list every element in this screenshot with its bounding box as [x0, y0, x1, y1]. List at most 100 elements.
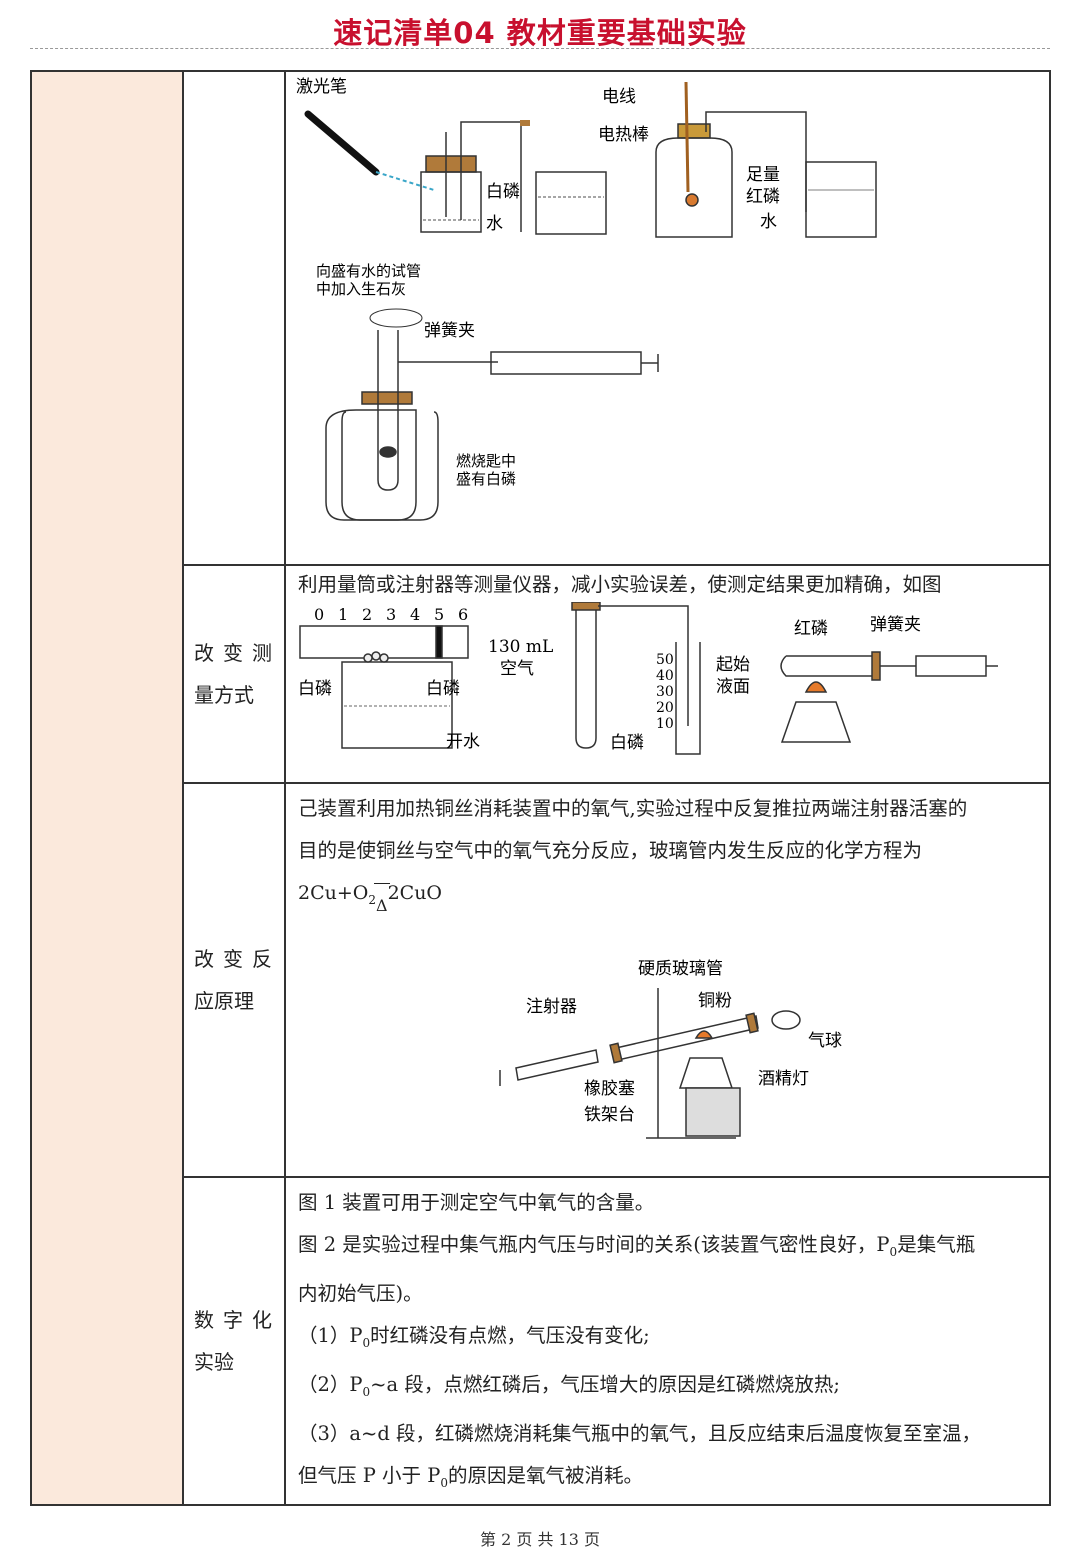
copper-label: 铜粉: [698, 991, 732, 1011]
table-row: 改变测量方式 利用量筒或注射器等测量仪器，减小实验误差，使测定结果更加精确，如图…: [31, 564, 1051, 784]
scale-numbers: 0 1 2 3 4 5 6: [314, 605, 468, 624]
principle-text-2: 目的是使铜丝与空气中的氧气充分反应，玻璃管内发生反应的化学方程为: [298, 839, 923, 862]
category-digital-line1: 数字化: [194, 1307, 281, 1332]
copper-apparatus: [499, 988, 801, 1139]
spoon-label-1: 燃烧匙中: [456, 452, 516, 470]
eq-right: 2CuO: [387, 882, 443, 904]
laser-label: 激光笔: [296, 77, 347, 97]
red-p-label: 红磷: [794, 619, 828, 639]
cyl-tick: 50: [656, 652, 674, 668]
wire-label: 电线: [602, 87, 636, 107]
principle-text-1: 己装置利用加热铜丝消耗装置中的氧气,实验过程中反复推拉两端注射器活塞的: [298, 797, 968, 820]
cyl-tick: 30: [656, 684, 674, 700]
category-cell: 数字化实验: [182, 1176, 286, 1506]
ignition-diagrams: 激光笔 白磷 水 电线 电热棒: [296, 77, 877, 521]
white-p-right-label: 白磷: [426, 679, 460, 699]
cylinder-ticks: 50 40 30 20 10: [656, 652, 674, 732]
scale-tick: 3: [386, 605, 396, 624]
quicklime-label-1: 向盛有水的试管: [316, 262, 421, 280]
water-label: 水: [486, 214, 503, 234]
scale-tick: 0: [314, 605, 324, 624]
category-principle-line2: 应原理: [194, 989, 254, 1013]
boiling-water-label: 开水: [446, 732, 480, 752]
digital-line-4: （1）P0时红磷没有点燃，气压没有变化;: [298, 1315, 1039, 1364]
laser-pen: [304, 110, 380, 176]
principle-cell: 己装置利用加热铜丝消耗装置中的氧气,实验过程中反复推拉两端注射器活塞的 目的是使…: [284, 782, 1051, 1178]
digital-sub: 0: [362, 1384, 371, 1399]
digital-cell: 图 1 装置可用于测定空气中氧气的含量。 图 2 是实验过程中集气瓶内气压与时间…: [284, 1176, 1051, 1506]
diagram-cell-ignition: 激光笔 白磷 水 电线 电热棒: [284, 70, 1051, 566]
eq-sub: 2: [368, 892, 376, 907]
beaker-apparatus: [299, 625, 469, 749]
digital-line-1: 图 1 装置可用于测定空气中氧气的含量。: [298, 1191, 655, 1214]
spoon-icon: [369, 308, 423, 328]
digital-line-5b: ~a 段，点燃红磷后，气压增大的原因是红磷燃烧放热;: [370, 1372, 840, 1396]
bottle-red-phosphorus: [655, 81, 877, 238]
digital-sub: 0: [440, 1475, 448, 1490]
tube-label: 硬质玻璃管: [638, 959, 723, 979]
bottle-white-phosphorus: [420, 120, 607, 235]
digital-line-7b: 的原因是氧气被消耗。: [447, 1463, 643, 1487]
syringe-label: 注射器: [526, 997, 577, 1017]
title-divider: [30, 48, 1050, 49]
table-row: 激光笔 白磷 水 电线 电热棒: [30, 70, 1051, 1506]
white-p-tube-label: 白磷: [610, 733, 644, 753]
water2-label: 水: [760, 212, 777, 232]
page-footer: 第 2 页 共 13 页: [480, 1530, 600, 1549]
air-volume-label: 130 mL: [488, 637, 553, 657]
balloon-label: 气球: [808, 1031, 842, 1051]
digital-sub: 0: [889, 1244, 898, 1259]
heated-tube-apparatus: [780, 651, 998, 743]
measure-cell: 利用量筒或注射器等测量仪器，减小实验误差，使测定结果更加精确，如图 0 1 2 …: [284, 564, 1051, 784]
quicklime-apparatus: [325, 330, 659, 521]
category-cell: 改变测量方式: [182, 564, 286, 784]
clip-label: 弹簧夹: [424, 321, 475, 341]
air-label: 空气: [500, 659, 534, 679]
clip-label: 弹簧夹: [870, 615, 921, 635]
page-title: 速记清单04 教材重要基础实验: [333, 16, 747, 50]
lamp-label: 酒精灯: [758, 1069, 809, 1089]
spoon-label-2: 盛有白磷: [456, 470, 516, 488]
start-level-label-2: 液面: [716, 677, 750, 697]
digital-sub: 0: [362, 1335, 371, 1350]
laser-beam: [375, 171, 435, 191]
heater-label: 电热棒: [598, 125, 649, 145]
white-p-label: 白磷: [486, 182, 520, 202]
category-cell: 改变反应原理: [182, 782, 286, 1178]
category-measure-line2: 量方式: [194, 683, 254, 707]
stand-label: 铁架台: [584, 1105, 635, 1125]
experiment-table: 激光笔 白磷 水 电线 电热棒: [30, 70, 1051, 1506]
digital-line-7: 但气压 P 小于 P0的原因是氧气被消耗。: [298, 1455, 1039, 1504]
digital-line-2a: 图 2 是实验过程中集气瓶内气压与时间的关系(该装置气密性良好，P: [298, 1233, 890, 1256]
white-p-left-label: 白磷: [298, 679, 332, 699]
category-principle-line1: 改变反: [194, 947, 281, 971]
digital-line-7a: 但气压 P 小于 P: [298, 1463, 441, 1487]
start-level-label-1: 起始: [716, 655, 750, 675]
enough-label: 足量: [746, 165, 780, 185]
quicklime-label-2: 中加入生石灰: [316, 280, 406, 298]
digital-line-4a: （1）P: [298, 1323, 363, 1347]
eq-condition: Δ: [374, 883, 390, 927]
scale-tick: 6: [458, 605, 468, 624]
category-digital-line2: 实验: [194, 1349, 234, 1374]
digital-line-4b: 时红磷没有点燃，气压没有变化;: [370, 1323, 650, 1347]
chemical-equation: 2Cu+O2Δ2CuO: [298, 872, 1039, 921]
table-row: 改变反应原理 己装置利用加热铜丝消耗装置中的氧气,实验过程中反复推拉两端注射器活…: [31, 782, 1051, 1178]
tube-cylinder-apparatus: [571, 602, 701, 755]
digital-line-6: （3）a~d 段，红磷燃烧消耗集气瓶中的氧气，且反应结束后温度恢复至室温，: [298, 1421, 982, 1445]
cyl-tick: 40: [656, 668, 674, 684]
scale-tick: 1: [338, 605, 348, 624]
scale-tick: 2: [362, 605, 372, 624]
digital-line-5a: （2）P: [298, 1372, 363, 1396]
digital-line-3: 内初始气压)。: [298, 1281, 423, 1305]
scale-tick: 4: [410, 605, 420, 624]
cyl-tick: 10: [656, 716, 674, 732]
category-cell: [182, 70, 286, 566]
copper-diagram: 硬质玻璃管 注射器 铜粉 气球 橡胶塞 酒精灯 铁架台: [499, 959, 842, 1139]
table-row: 数字化实验 图 1 装置可用于测定空气中氧气的含量。 图 2 是实验过程中集气瓶…: [31, 1176, 1051, 1506]
scale-tick: 5: [434, 605, 444, 624]
digital-line-5: （2）P0~a 段，点燃红磷后，气压增大的原因是红磷燃烧放热;: [298, 1364, 1039, 1413]
red-p-label: 红磷: [746, 187, 780, 207]
measure-text: 利用量筒或注射器等测量仪器，减小实验误差，使测定结果更加精确，如图: [298, 573, 942, 596]
measure-diagrams: 0 1 2 3 4 5 6 白磷 白磷 开水 130: [298, 602, 998, 755]
